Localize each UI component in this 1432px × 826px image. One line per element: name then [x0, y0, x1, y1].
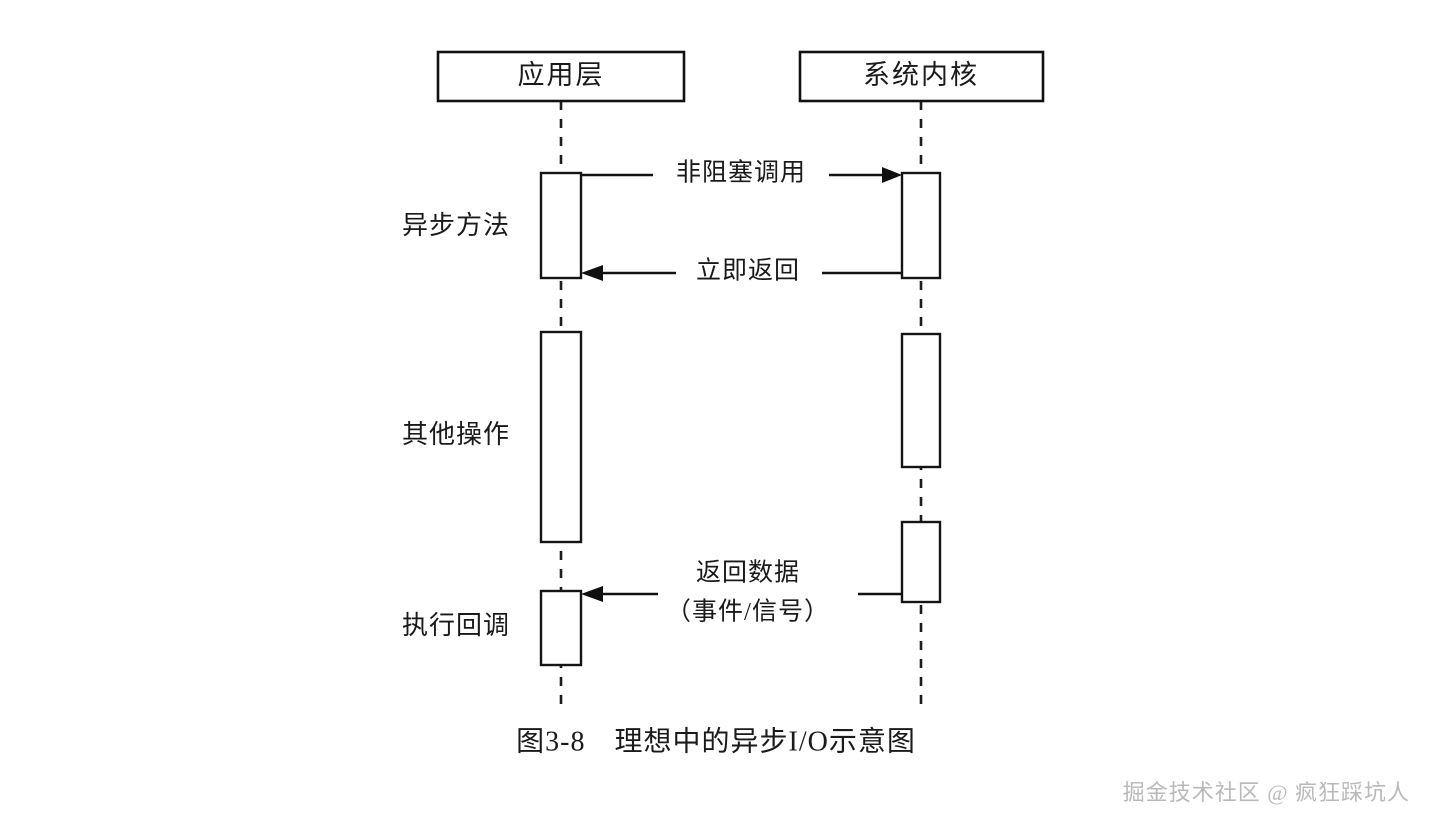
activation-kernel-processing[interactable]: [900, 332, 942, 469]
activation-app-async-call[interactable]: [539, 171, 583, 280]
phase-label-async-method: 异步方法: [402, 211, 510, 240]
message-return-data: 返回数据 （事件/信号）: [581, 559, 902, 626]
arrow-head-left-icon-2: [581, 586, 603, 602]
message-immediate-return: 立即返回: [581, 257, 902, 285]
actor-box-kernel[interactable]: [798, 50, 1045, 103]
watermark: 掘金技术社区 @ 疯狂踩坑人: [1123, 780, 1410, 805]
phase-labels-group: 异步方法 其他操作 执行回调: [402, 211, 510, 640]
activation-kernel-data-ready[interactable]: [900, 520, 942, 604]
actor-box-app[interactable]: [436, 50, 686, 103]
activation-app-callback[interactable]: [539, 589, 583, 667]
figure-caption: 图3-8 理想中的异步I/O示意图: [516, 725, 916, 757]
actor-label-kernel: 系统内核: [863, 60, 979, 90]
message-label-immediate-return: 立即返回: [696, 257, 800, 285]
activation-app-other-ops[interactable]: [539, 330, 583, 544]
actor-app[interactable]: 应用层: [436, 50, 686, 103]
actor-label-app: 应用层: [518, 60, 605, 90]
arrow-head-right-icon: [882, 167, 902, 183]
message-label-nonblocking-call: 非阻塞调用: [676, 159, 806, 187]
activation-kernel-async-call[interactable]: [900, 171, 942, 280]
phase-label-execute-callback: 执行回调: [402, 611, 510, 640]
phase-label-other-operations: 其他操作: [402, 420, 510, 449]
message-label-return-data-line1: 返回数据: [696, 559, 800, 587]
activation-bars-group: [539, 171, 942, 667]
message-label-return-data-line2: （事件/信号）: [666, 598, 830, 626]
message-nonblocking-call: 非阻塞调用: [581, 159, 902, 187]
actor-kernel[interactable]: 系统内核: [798, 50, 1045, 103]
arrow-head-left-icon: [581, 265, 603, 281]
